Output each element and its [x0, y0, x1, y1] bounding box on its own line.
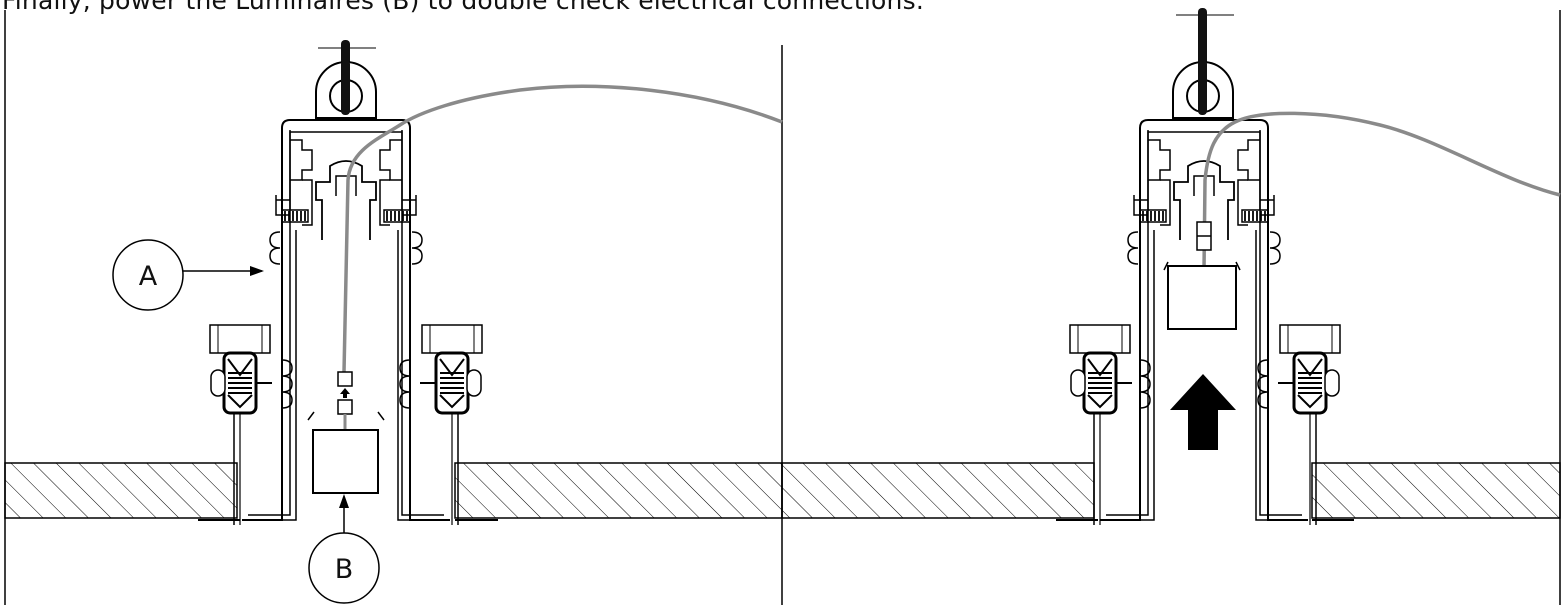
- callout-b-label: B: [335, 554, 354, 585]
- connector-arrow-icon: [340, 388, 350, 398]
- ceiling-slab-left-a: [4, 462, 238, 519]
- ceiling-slab-left-b: [454, 462, 783, 519]
- luminaire-driver-box-installed: [1163, 261, 1241, 330]
- push-up-arrow-icon: [1170, 374, 1236, 450]
- connector-socket: [337, 399, 353, 415]
- suspension-rod: [315, 40, 377, 119]
- left-panel: A B: [4, 10, 783, 605]
- callout-a: A: [112, 239, 264, 311]
- connector-plug: [337, 371, 353, 387]
- right-panel: [781, 8, 1561, 605]
- callout-b: B: [308, 494, 380, 604]
- instruction-text: Finally, power the Luminaires (B) to dou…: [2, 0, 924, 15]
- callout-a-label: A: [139, 261, 158, 292]
- suspension-rod-right: [1172, 8, 1234, 119]
- power-cable-right: [1202, 111, 1561, 271]
- ceiling-slab-right-a: [781, 462, 1095, 519]
- power-cable-left: [342, 84, 783, 373]
- ceiling-slab-right-b: [1311, 462, 1561, 519]
- luminaire-driver-box: [307, 411, 385, 494]
